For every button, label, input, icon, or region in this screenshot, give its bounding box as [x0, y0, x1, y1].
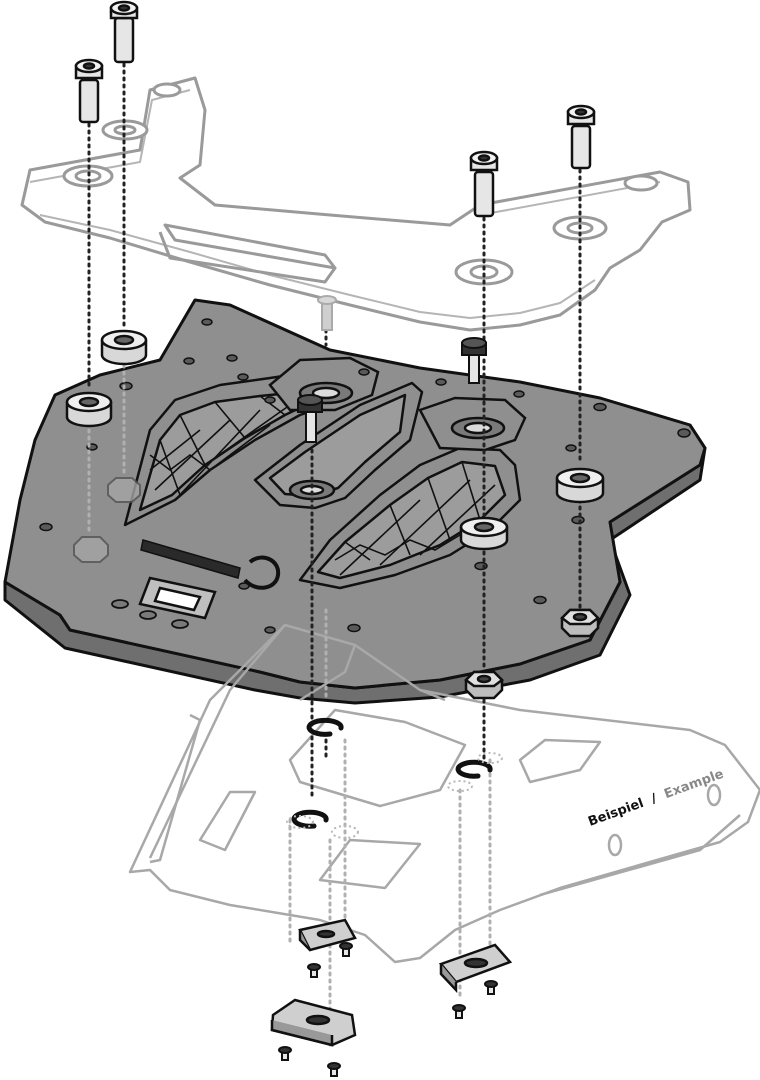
- example-label: Beispiel / Example: [585, 763, 726, 830]
- base-plate: [3, 298, 707, 705]
- circlip: [286, 752, 503, 839]
- nut: [464, 670, 504, 700]
- spacer: [100, 329, 148, 366]
- circlip: [291, 717, 493, 829]
- spacer: [65, 391, 113, 428]
- small-screw: [278, 942, 498, 1077]
- nut: [560, 608, 600, 638]
- spacer: [459, 516, 509, 551]
- bolt: [297, 295, 487, 443]
- spacer: [555, 467, 605, 504]
- label-separator: /: [649, 791, 659, 807]
- bolt: [74, 58, 104, 124]
- label-primary: Beispiel: [586, 796, 646, 830]
- brand-logo: [140, 539, 281, 590]
- bolt: [566, 104, 596, 170]
- clamp-plate: [298, 918, 357, 952]
- bolt: [469, 150, 499, 218]
- clamp-plate: [270, 998, 357, 1047]
- nut: [73, 477, 141, 563]
- bolt: [109, 0, 139, 64]
- clamp-plate: [438, 943, 513, 994]
